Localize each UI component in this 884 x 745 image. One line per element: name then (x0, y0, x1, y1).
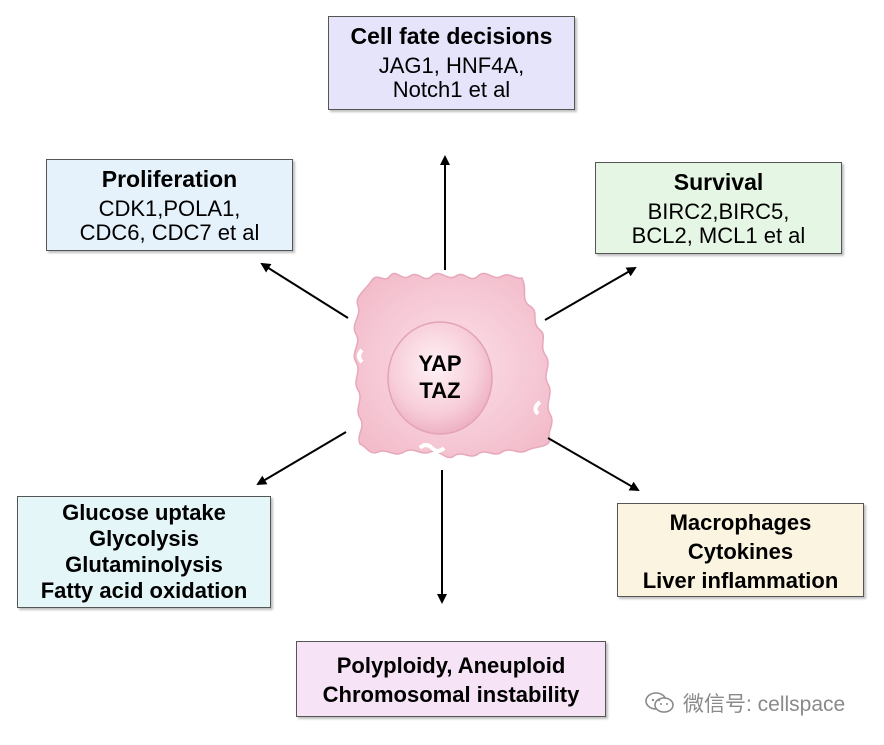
box-cell-fate-title: Cell fate decisions (350, 23, 553, 49)
nucleus (387, 321, 493, 435)
watermark: 微信号: cellspace (645, 688, 845, 718)
box-proliferation-line: CDC6, CDC7 et al (79, 220, 260, 245)
box-proliferation: Proliferation CDK1,POLA1, CDC6, CDC7 et … (46, 159, 293, 251)
wechat-icon (645, 692, 674, 713)
box-proliferation-line: CDK1,POLA1, (98, 196, 241, 221)
membrane-notch (357, 348, 364, 364)
arrow-to-survival (544, 266, 637, 321)
box-cell-fate: Cell fate decisions JAG1, HNF4A, Notch1 … (328, 16, 575, 110)
box-metabolism-line: Glycolysis (88, 526, 200, 551)
box-metabolism-line: Fatty acid oxidation (40, 578, 248, 603)
box-inflammation-line: Macrophages (669, 510, 812, 535)
box-genome-line: Chromosomal instability (322, 682, 580, 707)
center-label-taz: TAZ (419, 378, 461, 403)
box-proliferation-title: Proliferation (101, 166, 238, 192)
box-metabolism: Glucose uptake Glycolysis Glutaminolysis… (17, 496, 271, 608)
membrane-notch (540, 316, 548, 330)
box-inflammation-line: Liver inflammation (642, 568, 839, 593)
box-genome: Polyploidy, Aneuploid Chromosomal instab… (296, 641, 606, 717)
box-metabolism-line: Glutaminolysis (65, 552, 223, 577)
box-survival-line: BIRC2,BIRC5, (647, 199, 790, 224)
membrane-notch (533, 400, 542, 416)
arrow-to-inflammation (547, 437, 640, 492)
box-survival-title: Survival (673, 169, 764, 195)
arrow-to-proliferation (260, 262, 349, 319)
box-survival-line: BCL2, MCL1 et al (631, 223, 806, 248)
box-cell-fate-line: JAG1, HNF4A, (378, 53, 525, 78)
arrow-to-metabolism (256, 431, 347, 486)
watermark-text: 微信号: cellspace (683, 693, 846, 716)
box-metabolism-line: Glucose uptake (62, 500, 226, 525)
membrane-notch (418, 443, 446, 453)
box-survival: Survival BIRC2,BIRC5, BCL2, MCL1 et al (595, 162, 842, 254)
center-label: YAP TAZ (400, 350, 480, 404)
box-genome-line: Polyploidy, Aneuploid (336, 653, 566, 678)
box-cell-fate-line: Notch1 et al (392, 77, 511, 102)
center-label-yap: YAP (418, 351, 462, 376)
box-inflammation: Macrophages Cytokines Liver inflammation (617, 503, 864, 597)
box-inflammation-line: Cytokines (687, 539, 794, 564)
